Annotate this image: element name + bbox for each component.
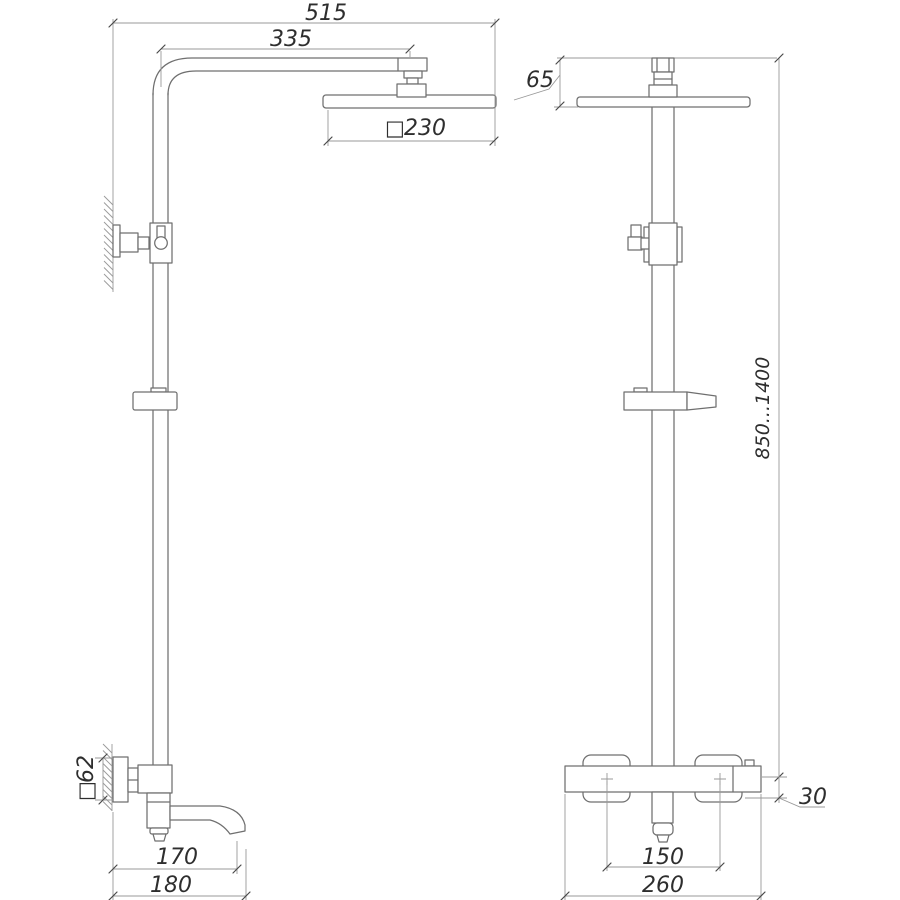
dim-150: 150 <box>602 781 725 872</box>
dim-62-ticks <box>98 753 108 805</box>
dim-335-lines <box>160 48 411 87</box>
outlet-collar-front <box>652 822 674 836</box>
dim-260: 260 <box>560 794 766 900</box>
dim-65-lines <box>513 60 578 108</box>
bracket-tab-right <box>676 226 683 263</box>
dim-170: 170 <box>108 812 242 900</box>
riser-pipe-lines <box>152 92 169 767</box>
head-connector-side <box>396 70 427 98</box>
connector-base-front <box>648 84 678 98</box>
bracket-knob-stem <box>640 237 650 250</box>
dim-180-text: 180 <box>150 873 192 898</box>
mixer-lower-front <box>651 791 674 824</box>
mixer-body-side <box>137 764 173 794</box>
dim-230-lines <box>327 110 494 146</box>
shower-arm <box>152 57 428 96</box>
bracket-pivot <box>154 236 168 250</box>
mixer-side-knob <box>744 759 755 767</box>
connector-neck-upper <box>403 70 423 79</box>
dim-30: 30 <box>745 776 827 810</box>
dim-30-text: 30 <box>799 785 827 810</box>
soap-dish <box>623 387 717 411</box>
dim-30-lines <box>745 776 825 808</box>
mixer-lower-block <box>146 792 171 829</box>
dish-body <box>623 391 688 411</box>
dim-150-text: 150 <box>642 845 684 870</box>
bracket-arm <box>119 232 139 253</box>
connector-neck-lower <box>406 77 419 85</box>
dim-150-ticks <box>602 862 725 872</box>
dim-62-text: 62 <box>74 755 99 783</box>
riser-pipe-front <box>651 106 675 767</box>
wall-section-top <box>103 19 114 292</box>
dim-62-lines <box>95 757 113 801</box>
dim-30-tick <box>774 793 784 803</box>
dim-180-lines <box>113 849 247 900</box>
bracket-clamp-front <box>648 222 678 266</box>
head-connector-front <box>651 57 675 86</box>
dim-65-ticks <box>555 55 565 111</box>
dim-170-text: 170 <box>156 845 198 870</box>
mixer-bar <box>564 765 762 793</box>
dim-335-text: 335 <box>270 27 312 52</box>
wall-bracket-side <box>112 222 173 264</box>
dim-230-ticks <box>323 136 499 146</box>
dim-260-lines <box>564 794 762 900</box>
outlet-nozzle-front <box>656 834 670 843</box>
dim-180: 180 <box>108 849 251 900</box>
dim-335-ticks <box>156 44 415 54</box>
bracket-knob-top <box>630 224 642 238</box>
square-section-symbol-head: □ <box>385 116 405 140</box>
square-section-symbol-plate: □ <box>74 781 98 801</box>
dim-850-1400: 850...1400 <box>752 53 784 803</box>
dim-260-ticks <box>560 891 766 900</box>
wall-hatch-top <box>103 195 114 290</box>
bracket-arm-collar <box>137 236 150 250</box>
inlet-center-marks <box>601 773 726 785</box>
dim-515-ticks <box>108 18 500 28</box>
shower-head-front <box>576 96 751 108</box>
dim-65: 65 <box>513 55 578 111</box>
riser-pipe-side <box>152 57 428 767</box>
dim-230-text: 230 <box>404 116 446 141</box>
mixer-side <box>112 756 246 842</box>
outlet-nozzle <box>152 833 167 842</box>
slider-body <box>132 391 178 411</box>
dim-230: □ 230 <box>323 110 499 146</box>
spout <box>169 805 246 835</box>
dim-150-lines <box>606 781 721 871</box>
dim-170-ticks <box>108 864 242 874</box>
dim-260-text: 260 <box>642 873 684 898</box>
front-view: 65 850...1400 30 150 260 <box>513 53 827 900</box>
dim-515-text: 515 <box>305 1 347 26</box>
wall-hatch-bottom <box>102 743 113 811</box>
slider-block-side <box>132 387 178 411</box>
dim-62: □ 62 <box>74 753 113 805</box>
connector-top-block <box>651 57 675 73</box>
dim-height-text: 850...1400 <box>752 357 774 460</box>
dim-62-label: □ 62 <box>74 755 99 801</box>
connector-base <box>396 83 427 98</box>
connector-top-facets <box>656 57 670 73</box>
mixer-front <box>564 754 762 843</box>
bracket-knob <box>627 236 643 251</box>
dim-180-ticks <box>108 891 251 900</box>
side-view: 515 335 □ 230 □ 62 170 <box>74 1 500 900</box>
dim-335: 335 <box>156 27 415 87</box>
dim-515: 515 <box>108 1 500 146</box>
dim-65-text: 65 <box>526 68 554 93</box>
dish-taper <box>686 391 717 411</box>
bracket-wall-plate <box>112 224 121 258</box>
outlet-collar <box>149 827 169 835</box>
wall-bracket-front <box>627 222 683 266</box>
mixer-wall-escutcheon-side <box>112 756 129 803</box>
